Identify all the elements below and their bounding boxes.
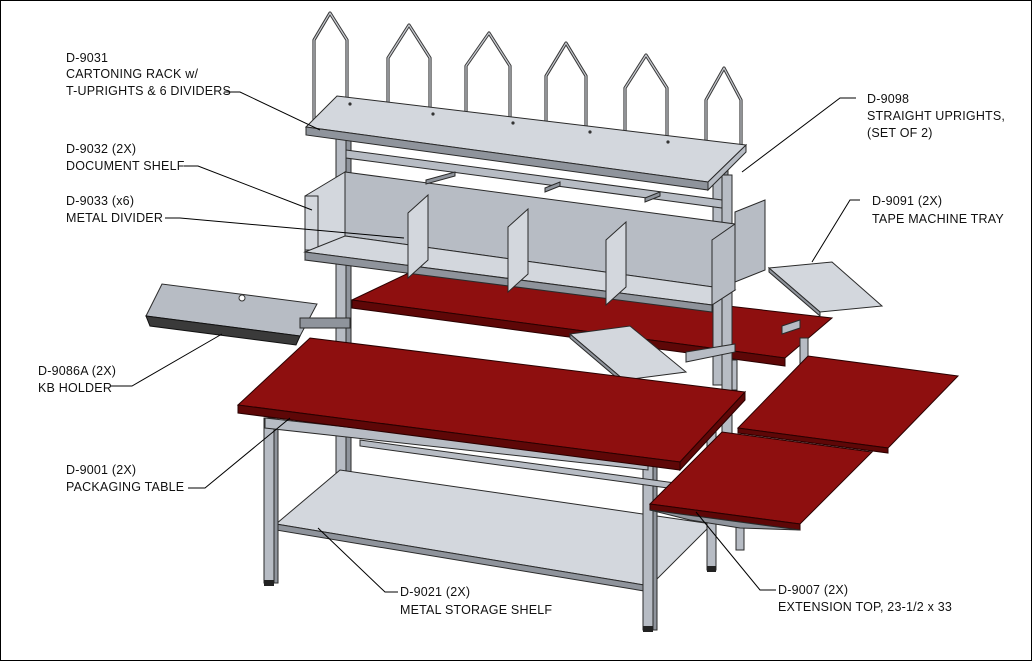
- callout-description: T-UPRIGHTS & 6 DIVIDERS: [66, 84, 231, 98]
- callout-metal-divider: D-9033 (x6) METAL DIVIDER: [66, 194, 163, 225]
- callout-part-number: D-9086A (2X): [38, 364, 116, 378]
- callout-part-number: D-9091 (2X): [872, 194, 942, 208]
- callout-straight-uprights: D-9098 STRAIGHT UPRIGHTS, (SET OF 2): [867, 92, 1005, 140]
- callout-part-number: D-9007 (2X): [778, 583, 848, 597]
- kb-holder: [145, 283, 351, 346]
- callout-kb-holder: D-9086A (2X) KB HOLDER: [38, 364, 116, 395]
- cartoning-rack: [304, 11, 748, 192]
- callout-part-number: D-9021 (2X): [400, 585, 470, 599]
- callout-description: DOCUMENT SHELF: [66, 159, 185, 173]
- callout-tape-tray: D-9091 (2X) TAPE MACHINE TRAY: [872, 194, 1004, 226]
- callout-description: (SET OF 2): [867, 126, 933, 140]
- rack-dividers: [312, 11, 743, 180]
- front-packaging-table: [236, 337, 747, 632]
- callout-description: TAPE MACHINE TRAY: [872, 212, 1004, 226]
- callout-description: METAL DIVIDER: [66, 211, 163, 225]
- callout-description: EXTENSION TOP, 23-1/2 x 33: [778, 600, 952, 614]
- callout-description: METAL STORAGE SHELF: [400, 603, 552, 617]
- callout-document-shelf: D-9032 (2X) DOCUMENT SHELF: [66, 142, 185, 173]
- callout-storage-shelf: D-9021 (2X) METAL STORAGE SHELF: [400, 585, 552, 617]
- callout-part-number: D-9032 (2X): [66, 142, 136, 156]
- callout-description: KB HOLDER: [38, 381, 112, 395]
- callout-packaging-table: D-9001 (2X) PACKAGING TABLE: [66, 463, 184, 494]
- metal-dividers: [407, 171, 661, 307]
- callout-cartoning-rack: D-9031 CARTONING RACK w/ T-UPRIGHTS & 6 …: [66, 51, 231, 98]
- leader-lines: [110, 91, 860, 593]
- callout-description: CARTONING RACK w/: [66, 67, 198, 81]
- callout-part-number: D-9098: [867, 92, 909, 106]
- callout-part-number: D-9033 (x6): [66, 194, 134, 208]
- document-shelf: [303, 171, 766, 313]
- callout-description: STRAIGHT UPRIGHTS,: [867, 109, 1005, 123]
- callout-extension-top: D-9007 (2X) EXTENSION TOP, 23-1/2 x 33: [778, 583, 952, 614]
- callout-part-number: D-9031: [66, 51, 108, 65]
- extension-tops: [648, 355, 960, 531]
- tape-machine-trays: [568, 261, 884, 386]
- callout-description: PACKAGING TABLE: [66, 480, 184, 494]
- callout-part-number: D-9001 (2X): [66, 463, 136, 477]
